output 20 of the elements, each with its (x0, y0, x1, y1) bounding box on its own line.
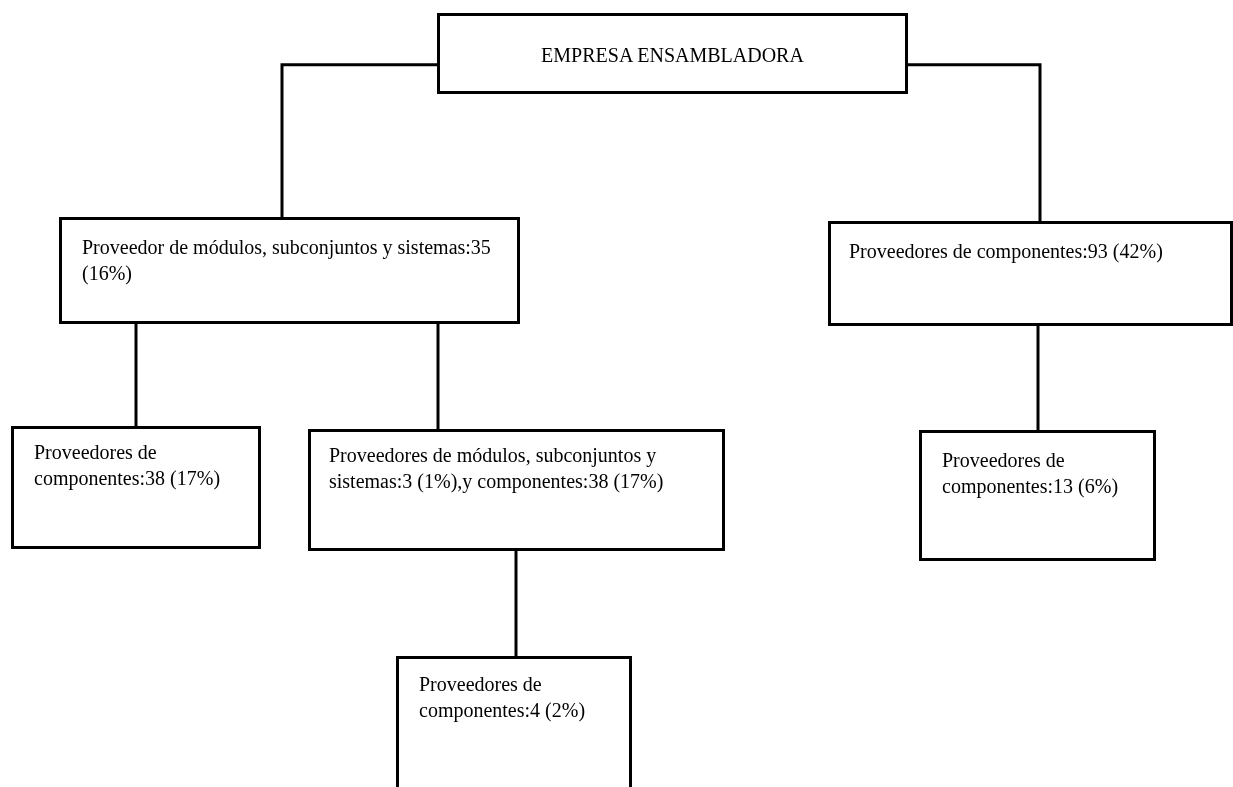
box-text: Proveedores de componentes:4 (2%) (419, 672, 587, 723)
box-text: Proveedores de componentes:38 (17%) (34, 440, 222, 491)
connector-line (908, 63, 1042, 221)
org-box (437, 13, 908, 94)
org-box (59, 217, 520, 324)
box-text: Proveedores de componentes:13 (6%) (942, 448, 1120, 499)
connector-line (134, 324, 138, 426)
box-text: EMPRESA ENSAMBLADORA (540, 43, 805, 68)
connector-line (514, 551, 518, 656)
box-text: Proveedores de componentes:93 (42%) (849, 239, 1164, 264)
org-box (828, 221, 1233, 326)
org-box (396, 656, 632, 787)
box-text: Proveedores de módulos, subconjuntos y sistemas:3 (1%),y componentes:38 (17%) (329, 443, 665, 494)
org-box (919, 430, 1156, 561)
org-box (308, 429, 725, 551)
connector-line (280, 63, 437, 217)
connector-line (436, 324, 440, 429)
org-box (11, 426, 261, 549)
connector-line (1036, 326, 1040, 430)
box-text: Proveedor de módulos, subconjuntos y sistemas:35 (16%) (82, 235, 492, 286)
